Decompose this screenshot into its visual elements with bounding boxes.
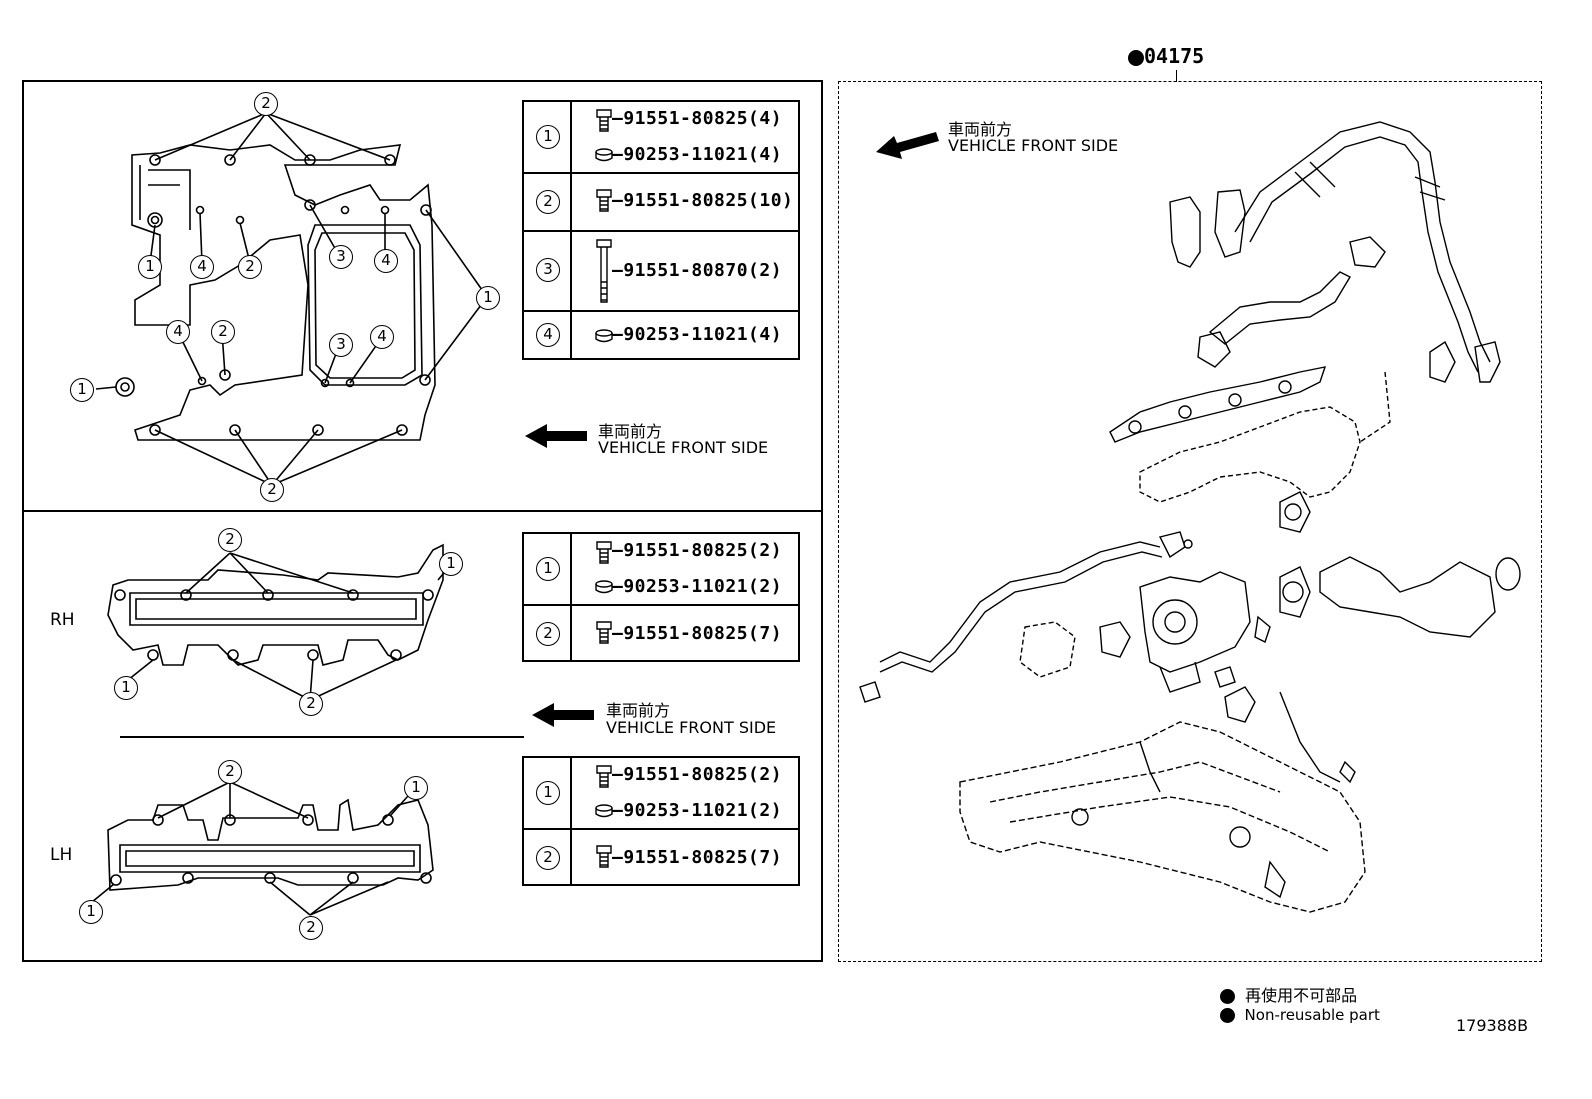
bullet-icon bbox=[1128, 49, 1144, 66]
callout-1: 1 bbox=[79, 900, 103, 924]
callout-2: 2 bbox=[211, 320, 235, 344]
callout-4: 4 bbox=[536, 323, 560, 347]
part-number: —91551-80870(2) bbox=[612, 260, 783, 281]
callout-1: 1 bbox=[138, 255, 162, 279]
table-row: 1 —91551-80825(2) —90253-11021(2) bbox=[524, 534, 798, 604]
callout-4: 4 bbox=[370, 325, 394, 349]
rh-lh-divider bbox=[120, 736, 524, 738]
callout-4: 4 bbox=[374, 249, 398, 273]
callout-4: 4 bbox=[166, 320, 190, 344]
callout-2: 2 bbox=[238, 255, 262, 279]
collar-icon bbox=[595, 148, 613, 162]
direction-label-en: VEHICLE FRONT SIDE bbox=[598, 438, 769, 457]
table-row: 2 —91551-80825(7) bbox=[524, 604, 798, 660]
direction-label-en: VEHICLE FRONT SIDE bbox=[948, 136, 1119, 155]
collar-icon bbox=[595, 329, 613, 343]
callout-2: 2 bbox=[536, 846, 560, 870]
part-number: —91551-80825(7) bbox=[612, 623, 783, 644]
callout-2: 2 bbox=[299, 692, 323, 716]
right-panel bbox=[838, 81, 1542, 962]
legend-jp: 再使用不可部品 bbox=[1220, 982, 1357, 1006]
callout-2: 2 bbox=[260, 478, 284, 502]
callout-1: 1 bbox=[536, 557, 560, 581]
direction-label-jp: 車両前方 bbox=[598, 422, 663, 441]
part-number: —90253-11021(2) bbox=[612, 576, 783, 597]
part-number: —91551-80825(10) bbox=[612, 190, 794, 211]
callout-3: 3 bbox=[329, 245, 353, 269]
table-row: 1 —91551-80825(4) —90253-11021(4) bbox=[524, 102, 798, 172]
part-number: —91551-80825(2) bbox=[612, 764, 783, 785]
bolt-icon bbox=[596, 189, 612, 212]
callout-2: 2 bbox=[536, 622, 560, 646]
bullet-icon bbox=[1220, 1008, 1235, 1023]
callout-3: 3 bbox=[536, 258, 560, 282]
arrow-left-icon bbox=[876, 132, 939, 159]
callout-2: 2 bbox=[218, 528, 242, 552]
part-number: —91551-80825(7) bbox=[612, 847, 783, 868]
callout-2: 2 bbox=[254, 92, 278, 116]
section-divider bbox=[22, 510, 823, 512]
callout-2: 2 bbox=[536, 190, 560, 214]
bolt-icon bbox=[596, 239, 612, 303]
collar-icon bbox=[595, 804, 613, 818]
callout-1: 1 bbox=[439, 552, 463, 576]
direction-label-jp: 車両前方 bbox=[948, 120, 1013, 139]
bullet-icon bbox=[1220, 989, 1235, 1004]
legend-en: Non-reusable part bbox=[1220, 1006, 1380, 1024]
side-label-lh: LH bbox=[50, 845, 73, 865]
part-number: —90253-11021(4) bbox=[612, 324, 783, 345]
part-number: —90253-11021(4) bbox=[612, 144, 783, 165]
lh-gasket-diagram bbox=[91, 781, 434, 916]
figure-id: 179388B bbox=[1456, 1016, 1529, 1035]
table-row: 2 —91551-80825(10) bbox=[524, 172, 798, 230]
collar-icon bbox=[595, 580, 613, 594]
arrow-left-icon bbox=[532, 703, 594, 727]
rh-parts-table: 1 —91551-80825(2) —90253-11021(2) 2 —915… bbox=[522, 532, 800, 662]
callout-1: 1 bbox=[70, 378, 94, 402]
lh-parts-table: 1 —91551-80825(2) —90253-11021(2) 2 —915… bbox=[522, 756, 800, 886]
part-number: —91551-80825(2) bbox=[612, 540, 783, 561]
side-label-rh: RH bbox=[50, 610, 75, 630]
table-row: 2 —91551-80825(7) bbox=[524, 828, 798, 884]
table-row: 1 —91551-80825(2) —90253-11021(2) bbox=[524, 758, 798, 828]
direction-label-en: VEHICLE FRONT SIDE bbox=[606, 718, 777, 737]
callout-1: 1 bbox=[404, 776, 428, 800]
exploded-view-drawing bbox=[859, 121, 1521, 913]
callout-1: 1 bbox=[114, 676, 138, 700]
direction-label-jp: 車両前方 bbox=[606, 701, 671, 720]
callout-1: 1 bbox=[536, 125, 560, 149]
bolt-icon bbox=[596, 621, 612, 644]
table-row: 3 —91551-80870(2) bbox=[524, 230, 798, 310]
rh-gasket-diagram bbox=[107, 543, 449, 701]
callout-4: 4 bbox=[190, 255, 214, 279]
callout-3: 3 bbox=[329, 333, 353, 357]
part-number: —90253-11021(2) bbox=[612, 800, 783, 821]
kit-leader bbox=[1176, 70, 1177, 82]
part-number: —91551-80825(4) bbox=[612, 108, 783, 129]
bolt-icon bbox=[596, 765, 612, 788]
bolt-icon bbox=[596, 109, 612, 132]
callout-2: 2 bbox=[218, 760, 242, 784]
callout-1: 1 bbox=[536, 781, 560, 805]
table-row: 4 —90253-11021(4) bbox=[524, 310, 798, 358]
callout-2: 2 bbox=[299, 916, 323, 940]
kit-part-label: 04175 bbox=[1128, 44, 1204, 68]
arrow-left-icon bbox=[525, 424, 587, 448]
upper-parts-table: 1 —91551-80825(4) —90253-11021(4) 2 —915… bbox=[522, 100, 800, 360]
callout-1: 1 bbox=[476, 286, 500, 310]
bolt-icon bbox=[596, 541, 612, 564]
left-panel bbox=[22, 80, 823, 962]
bolt-icon bbox=[596, 845, 612, 868]
